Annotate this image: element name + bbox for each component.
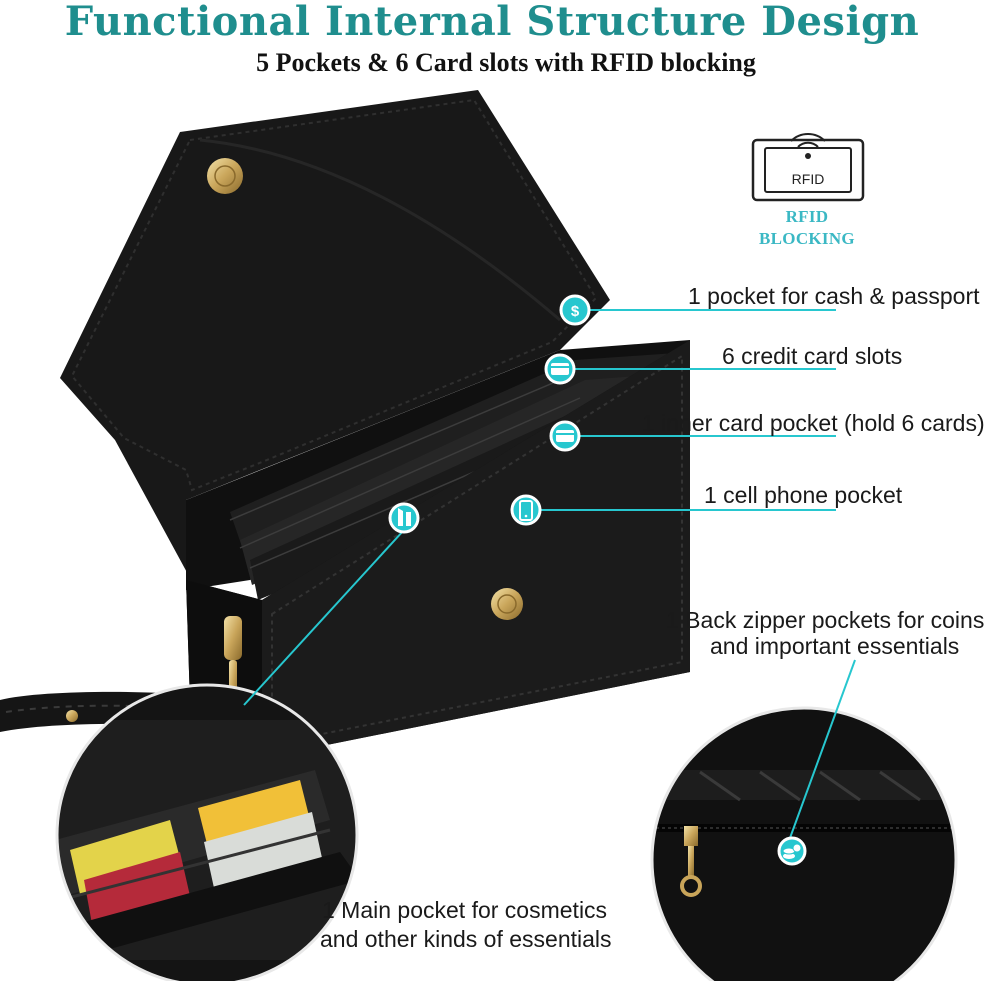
- svg-text:$: $: [571, 303, 580, 320]
- page-title: Functional Internal Structure Design: [64, 0, 920, 45]
- coins-icon: [777, 836, 807, 866]
- cell-phone-icon: [510, 494, 542, 526]
- callout-back-zipper-line2: and important essentials: [710, 633, 960, 659]
- callout-cell-phone-pocket: 1 cell phone pocket: [704, 482, 903, 508]
- wallet-flap: [60, 90, 610, 578]
- cash-icon: $: [559, 294, 591, 326]
- callout-lines: [243, 309, 856, 839]
- lipstick-icon: [388, 502, 420, 534]
- clasp-front: [491, 588, 523, 620]
- callout-main-pocket-line2: and other kinds of essentials: [320, 926, 612, 952]
- rfid-icon: [751, 132, 865, 202]
- callout-inner-card-pocket: 1 inner card pocket (hold 6 cards): [642, 410, 984, 436]
- credit-card-icon: [544, 353, 576, 385]
- zoom-back-zipper: [650, 706, 958, 981]
- callout-back-zipper-line1: 1 Back zipper pockets for coins: [666, 607, 984, 633]
- rfid-caption: RFID BLOCKING: [759, 207, 855, 248]
- clasp-top: [207, 158, 243, 194]
- zoom-card-slots: [55, 683, 359, 981]
- callout-cash-passport: 1 pocket for cash & passport: [688, 283, 980, 309]
- callout-main-pocket-line1: 1 Main pocket for cosmetics: [322, 897, 608, 923]
- page-subtitle: 5 Pockets & 6 Card slots with RFID block…: [256, 48, 756, 77]
- inner-card-icon: [549, 420, 581, 452]
- rfid-icon-label: RFID: [791, 171, 825, 187]
- callout-credit-card-slots: 6 credit card slots: [722, 343, 903, 369]
